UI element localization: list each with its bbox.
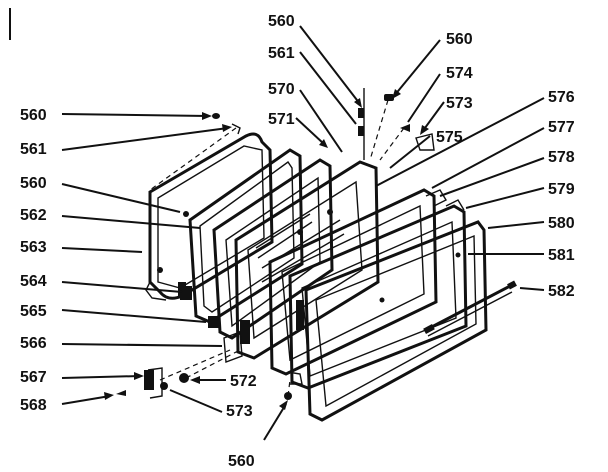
leader-lines	[61, 25, 545, 441]
callout-563: 563	[20, 239, 47, 256]
inner-glass-frame	[234, 160, 380, 360]
callout-571: 571	[268, 111, 295, 128]
insulation-panel	[212, 158, 334, 340]
callout-562: 562	[20, 207, 47, 224]
callout-574: 574	[446, 65, 473, 82]
callout-labels: 560 560 561 574 570 573 576 560 571 575 …	[20, 13, 575, 470]
callout-579: 579	[548, 181, 575, 198]
callout-560: 560	[268, 13, 295, 30]
callout-576: 576	[548, 89, 575, 106]
hardware-parts	[116, 88, 435, 400]
callout-564: 564	[20, 273, 47, 290]
middle-glass-panel	[268, 188, 438, 376]
callout-573: 573	[226, 403, 253, 420]
callout-575: 575	[436, 129, 463, 146]
callout-567: 567	[20, 369, 47, 386]
callout-573: 573	[446, 95, 473, 112]
callout-560: 560	[228, 453, 255, 470]
assembly-lines	[149, 99, 405, 397]
door-handle	[423, 280, 517, 337]
callout-582: 582	[548, 283, 575, 300]
callout-581: 581	[548, 247, 575, 264]
callout-580: 580	[548, 215, 575, 232]
inner-door-liner	[145, 132, 274, 301]
callout-578: 578	[548, 149, 575, 166]
callout-560: 560	[446, 31, 473, 48]
callout-568: 568	[20, 397, 47, 414]
callout-561: 561	[268, 45, 295, 62]
callout-560: 560	[20, 107, 47, 124]
front-door-panel	[304, 220, 488, 422]
callout-570: 570	[268, 81, 295, 98]
callout-577: 577	[548, 119, 575, 136]
callout-565: 565	[20, 303, 47, 320]
callout-566: 566	[20, 335, 47, 352]
callout-572: 572	[230, 373, 257, 390]
callout-560: 560	[20, 175, 47, 192]
door-gasket	[188, 148, 304, 324]
callout-561: 561	[20, 141, 47, 158]
